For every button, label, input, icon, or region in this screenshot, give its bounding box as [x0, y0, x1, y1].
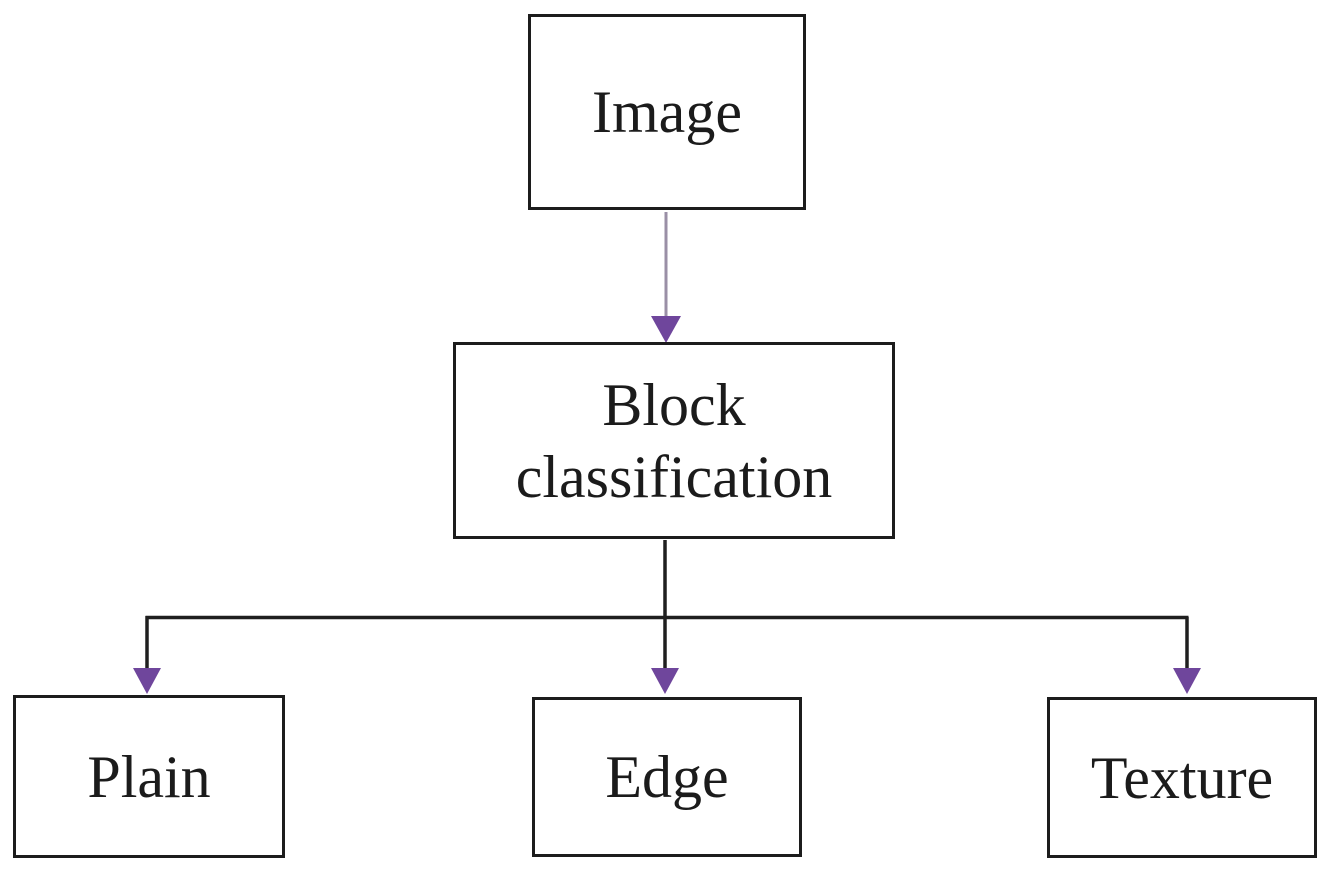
node-plain-label: Plain [87, 743, 211, 810]
node-block-classification-label: Block classification [515, 371, 833, 510]
edge-block-to-plain [133, 616, 161, 694]
arrowhead-icon [651, 668, 679, 694]
arrowhead-icon [133, 668, 161, 694]
node-texture-label: Texture [1090, 744, 1274, 811]
edge-block-to-texture [1173, 617, 1201, 694]
edge-image-to-block [651, 212, 681, 343]
node-texture: Texture [1047, 697, 1317, 858]
node-plain: Plain [13, 695, 285, 858]
node-image: Image [528, 14, 806, 210]
node-block-classification: Block classification [453, 342, 895, 539]
edge-block-to-edge [651, 617, 679, 694]
arrowhead-icon [651, 316, 681, 343]
node-edge: Edge [532, 697, 802, 857]
node-edge-label: Edge [605, 744, 729, 810]
node-image-label: Image [592, 79, 742, 145]
arrowhead-icon [1173, 668, 1201, 694]
